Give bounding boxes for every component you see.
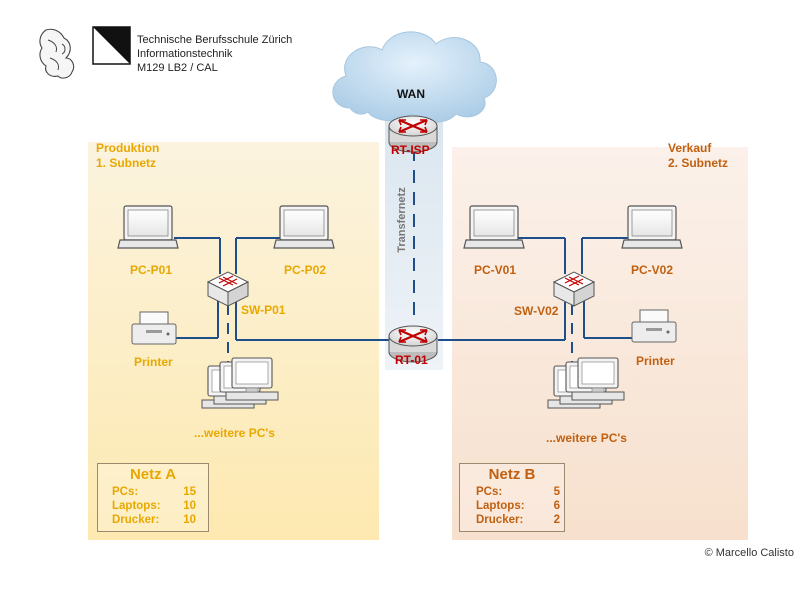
netz-a-title: Netz A <box>129 466 177 483</box>
table-row: Drucker: 2 <box>476 514 560 528</box>
laptop-pc-v01 <box>463 205 525 249</box>
netz-b-key: Laptops: <box>476 500 525 512</box>
netz-a-key: Laptops: <box>112 500 161 512</box>
production-zone-heading: Produktion 1. Subnetz <box>96 141 159 171</box>
netz-b-table: PCs: 5 Laptops: 6 Drucker: 2 <box>476 486 560 528</box>
transfer-label: Transfernetz <box>396 187 408 253</box>
more-pcs-sales-label: ...weitere PC's <box>546 431 627 445</box>
production-subnet: 1. Subnetz <box>96 156 157 170</box>
pc-p02-label: PC-P02 <box>284 263 327 277</box>
netz-a-key: PCs: <box>112 486 139 498</box>
canton-lion-logo <box>39 28 75 79</box>
wan-cloud <box>332 31 497 123</box>
table-row: PCs: 5 <box>476 486 560 500</box>
printer-sales-label: Printer <box>636 354 675 368</box>
desktop-stack-production <box>201 357 279 409</box>
laptop-pc-v02 <box>621 205 683 249</box>
pc-p01-label: PC-P01 <box>130 263 173 277</box>
netz-b-title: Netz B <box>488 466 536 483</box>
zurich-shield-logo <box>92 26 131 65</box>
rt-isp-label: RT-ISP <box>391 143 430 157</box>
desktop-stack-sales <box>547 357 625 409</box>
rt-01-label: RT-01 <box>395 353 428 367</box>
sw-v02-label: SW-V02 <box>514 304 559 318</box>
laptop-pc-p02 <box>273 205 335 249</box>
netz-a-value: 15 <box>183 486 196 498</box>
header-block: Technische Berufsschule Zürich Informati… <box>137 33 292 75</box>
sales-subnet: 2. Subnetz <box>668 156 729 170</box>
more-pcs-production-label: ...weitere PC's <box>194 426 275 440</box>
table-row: Laptops: 6 <box>476 500 560 514</box>
netz-a-key: Drucker: <box>112 514 160 526</box>
wan-label: WAN <box>397 87 425 101</box>
pc-v01-label: PC-V01 <box>474 263 517 277</box>
sales-title: Verkauf <box>668 141 712 155</box>
laptop-pc-p01 <box>117 205 179 249</box>
netz-b-value: 6 <box>553 500 560 512</box>
table-row: Laptops: 10 <box>112 500 196 514</box>
netz-a-table: PCs: 15 Laptops: 10 Drucker: 10 <box>112 486 196 528</box>
table-row: PCs: 15 <box>112 486 196 500</box>
netz-b-key: PCs: <box>476 486 503 498</box>
table-row: Drucker: 10 <box>112 514 196 528</box>
netz-a-box: Netz A PCs: 15 Laptops: 10 Drucker: 10 <box>97 463 209 532</box>
netz-b-key: Drucker: <box>476 514 524 526</box>
netz-b-value: 2 <box>553 514 560 526</box>
department-name: Informationstechnik <box>137 48 233 60</box>
pc-v02-label: PC-V02 <box>631 263 674 277</box>
course-code: M129 LB2 / CAL <box>137 62 218 74</box>
netz-b-value: 5 <box>553 486 560 498</box>
school-name: Technische Berufsschule Zürich <box>137 34 293 46</box>
sw-p01-label: SW-P01 <box>241 303 286 317</box>
printer-production-label: Printer <box>134 355 173 369</box>
netz-a-value: 10 <box>183 514 196 526</box>
copyright-text: © Marcello Calisto <box>704 547 794 559</box>
production-title: Produktion <box>96 141 160 155</box>
netz-b-box: Netz B PCs: 5 Laptops: 6 Drucker: 2 <box>459 463 565 532</box>
netz-a-value: 10 <box>183 500 196 512</box>
sales-zone-heading: Verkauf 2. Subnetz <box>668 141 728 171</box>
